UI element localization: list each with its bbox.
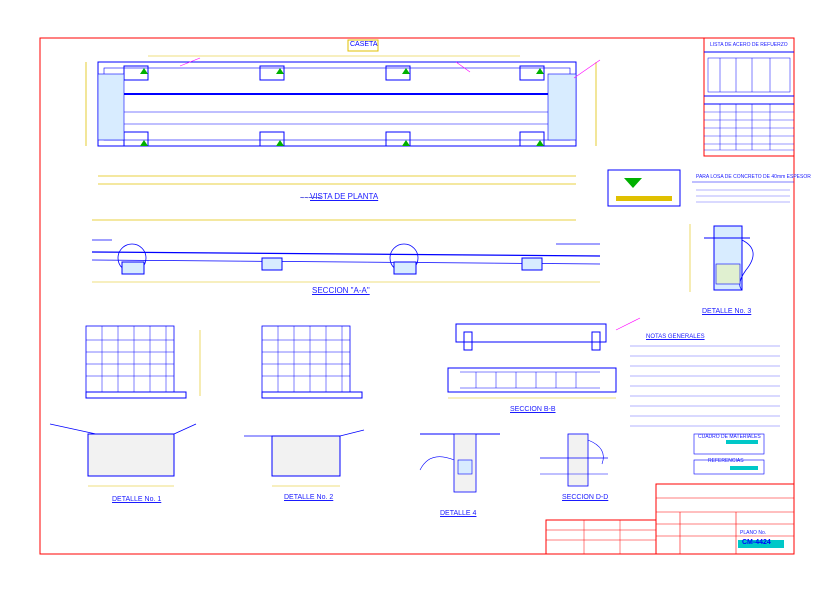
- slab-note: [692, 181, 794, 203]
- legend-symbol: [607, 169, 681, 207]
- detail-1-title: DETALLE No. 1: [112, 496, 162, 503]
- materials-title: CUADRO DE MATERIALES: [698, 434, 761, 440]
- svg-text:~~~~~: ~~~~~: [300, 194, 321, 202]
- section-left-1: [85, 325, 201, 399]
- detail-3-title: DETALLE No. 3: [702, 308, 752, 315]
- materials-box: [693, 433, 765, 475]
- detail-4: [419, 433, 500, 493]
- plan-view: ~~~~~: [85, 39, 601, 202]
- detail-3: [689, 224, 754, 292]
- title-block: [545, 483, 795, 555]
- caseta-label: CASETA: [350, 41, 378, 48]
- general-notes: [630, 345, 780, 427]
- detail-4-title: DETALLE 4: [440, 510, 477, 517]
- rebar-list-table: [703, 37, 795, 157]
- section-bb: [447, 317, 641, 399]
- general-notes-title: NOTAS GENERALES: [646, 334, 705, 340]
- slab-note-title: PARA LOSA DE CONCRETO DE 40mm ESPESOR: [696, 174, 811, 180]
- section-bb-title: SECCION B-B: [510, 406, 556, 413]
- section-left-2: [261, 325, 363, 399]
- detail-2-title: DETALLE No. 2: [284, 494, 334, 501]
- plan-number-label: PLANO No.: [740, 530, 767, 536]
- rebar-list-title: LISTA DE ACERO DE REFUERZO: [710, 42, 788, 48]
- detail-2: [244, 429, 365, 487]
- plan-number-code: CM-4424: [742, 539, 771, 546]
- section-aa: [91, 219, 601, 283]
- section-aa-title: SECCION "A-A": [312, 286, 370, 295]
- references-title: REFERENCIAS: [708, 458, 744, 464]
- detail-1: [49, 423, 197, 487]
- plan-view-title: VISTA DE PLANTA: [310, 192, 379, 201]
- section-dd-title: SECCION D-D: [562, 494, 609, 501]
- sheet-border: [39, 37, 795, 555]
- section-dd: [540, 433, 608, 487]
